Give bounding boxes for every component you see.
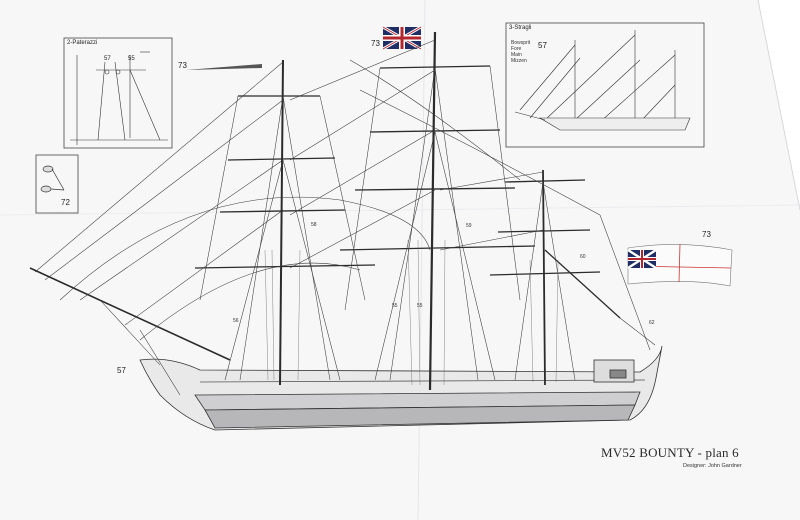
ship-hull [139, 345, 663, 431]
yards [194, 65, 621, 319]
rigging-number: 59 [466, 223, 472, 229]
flag-right-callout: 73 [702, 230, 711, 239]
paterazzi-inset-title: 2-Paterazzi [67, 40, 98, 46]
straglio-legend-row: Bowsprit [511, 40, 531, 46]
straglio-callout-57: 57 [538, 41, 547, 50]
detail-callout-72: 72 [61, 198, 70, 207]
straglio-inset-title: 3-Stragli [509, 25, 532, 31]
inset-straglio-box [505, 22, 705, 148]
straglio-sketch [514, 30, 691, 131]
rigging-number: 55 [417, 303, 423, 309]
union-flag-top [382, 25, 422, 51]
stern-callout: 62 [649, 320, 655, 326]
white-ensign-flag [627, 243, 733, 287]
paterazzi-callout-57: 57 [104, 56, 111, 62]
inset-detail-box [35, 154, 79, 214]
straglio-legend-row: Main [511, 52, 522, 58]
inset-paterazzi-box [63, 37, 173, 149]
rigging-number: 55 [392, 303, 398, 309]
rigging-number: 56 [233, 318, 239, 324]
rigging-number: 58 [311, 222, 317, 228]
pennant-callout: 73 [178, 61, 187, 70]
straglio-legend-row: Mizzen [511, 58, 527, 64]
bow-callout: 57 [117, 366, 126, 375]
rigging-number: 60 [580, 254, 586, 260]
rigging-lines [34, 39, 656, 396]
flag-top-callout: 73 [371, 39, 380, 48]
straglio-legend: Bowsprit Fore Main Mizzen [511, 40, 530, 64]
plan-title: MV52 BOUNTY - plan 6 [601, 445, 739, 460]
straglio-legend-row: Fore [511, 46, 522, 52]
pennant [186, 64, 262, 70]
block-detail-sketch [40, 165, 65, 193]
masts [29, 31, 546, 391]
shrouds [264, 239, 559, 386]
designer-credit: Designer: John Gardner [683, 463, 742, 469]
paterazzi-sketch [70, 51, 168, 145]
paterazzi-callout-55: 55 [128, 56, 135, 62]
